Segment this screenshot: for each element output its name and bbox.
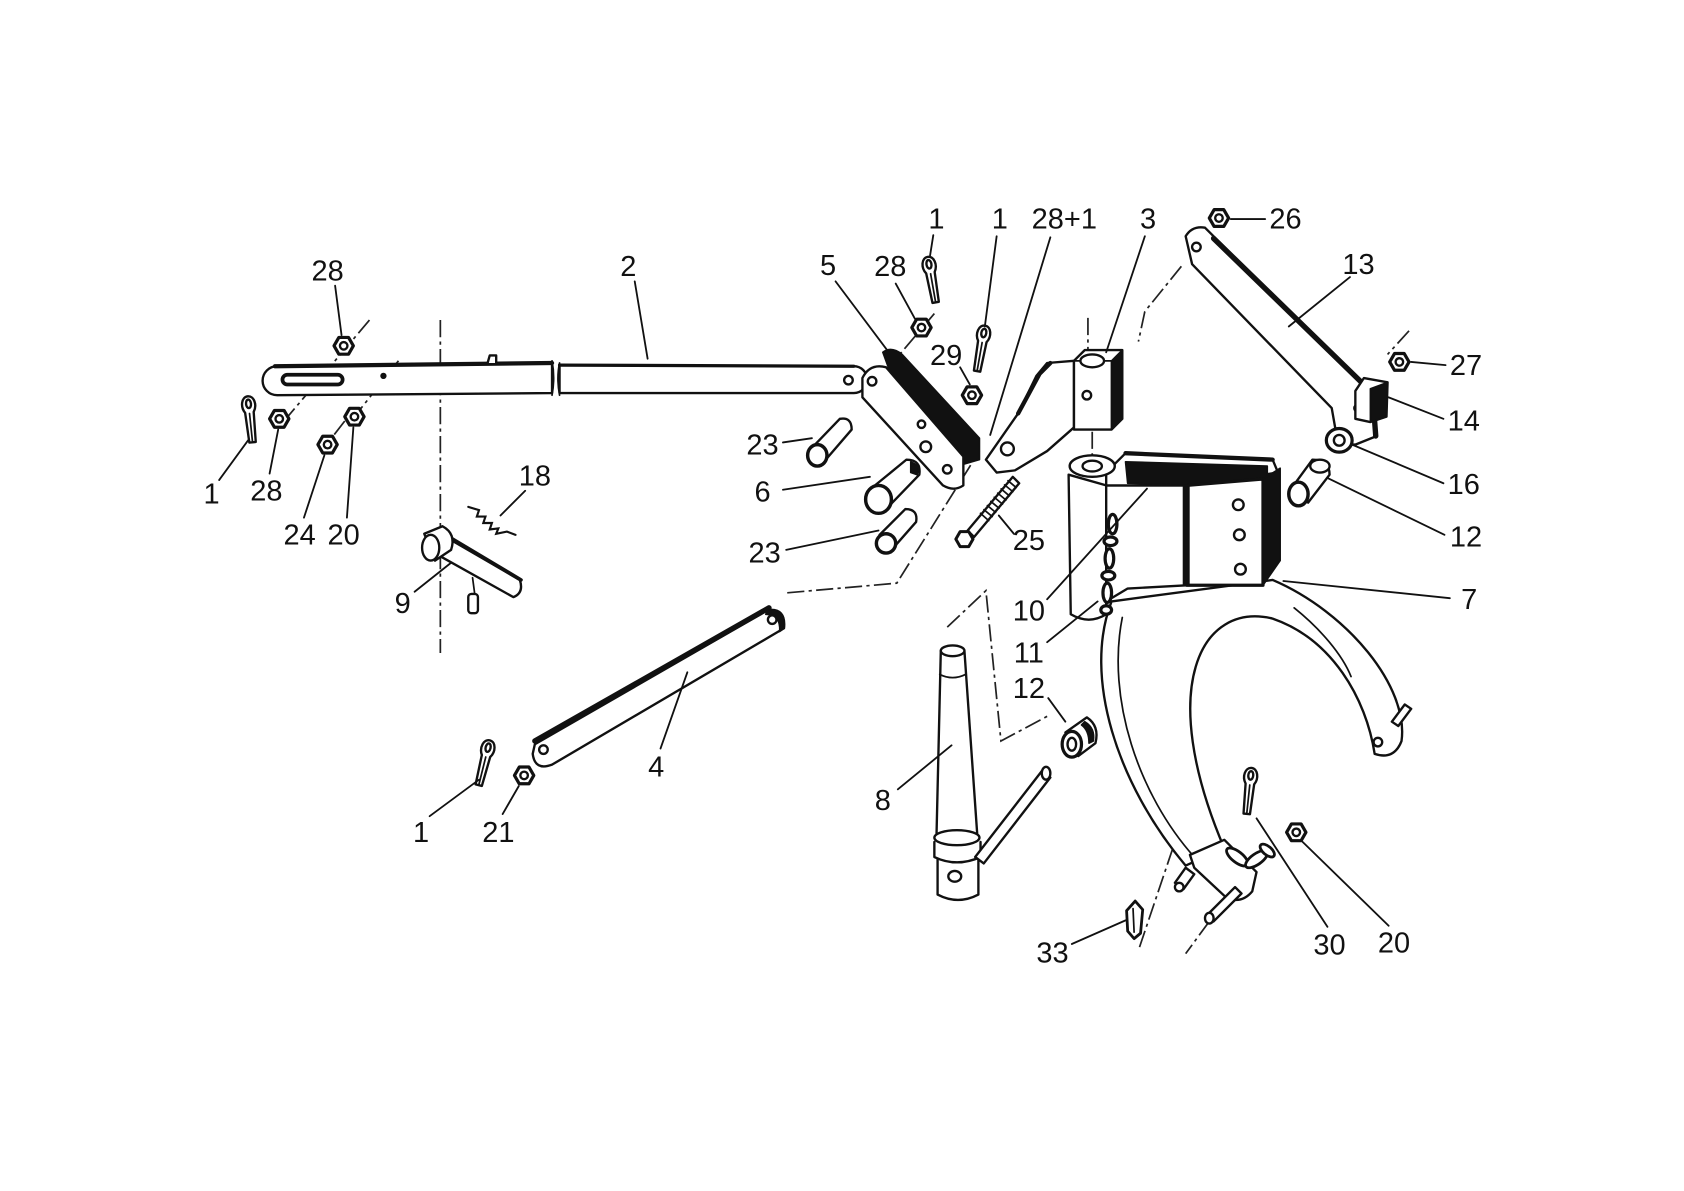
nut [514,767,533,784]
callout-28: 28 [311,255,343,287]
callout-1: 1 [413,817,429,849]
nut [1209,210,1228,227]
nut [318,436,337,453]
pin-lower [876,509,916,553]
callout-25: 25 [1013,525,1045,557]
callout-20: 20 [1378,928,1410,960]
cotter-pin [971,324,992,372]
callout-26: 26 [1269,204,1301,236]
callout-28: 28 [250,475,282,507]
callout-1: 1 [992,204,1008,236]
callout-1: 1 [928,204,944,236]
cotter-pin [241,396,259,443]
callout-1: 1 [204,479,220,511]
callout-23: 23 [749,538,781,570]
spring [468,507,515,535]
cotter-pin [921,256,942,304]
pin-upper [808,419,852,467]
callout-24: 24 [284,519,316,551]
nut [270,410,289,427]
bushing-upper [1289,460,1330,506]
washer [1326,429,1352,453]
callout-30: 30 [1313,930,1345,962]
callout-6: 6 [754,477,770,509]
pin-assembly [422,526,521,613]
callout-2: 2 [620,251,636,283]
callout-12: 12 [1450,522,1482,554]
callout-3: 3 [1140,204,1156,236]
callout-11: 11 [1014,638,1044,670]
link-bar [533,608,785,767]
callout-16: 16 [1448,469,1480,501]
callout-28: 28 [874,251,906,283]
nut [334,337,353,354]
hitch-bracket [986,350,1122,472]
callout-23: 23 [746,429,778,461]
callout-21: 21 [482,817,514,849]
callout-4: 4 [648,751,664,783]
callout-29: 29 [930,340,962,372]
clamp-block [1355,378,1387,422]
nut [1287,824,1306,841]
callout-28-plus-1: 28+1 [1032,204,1097,236]
nut [912,319,931,336]
nut [962,387,981,404]
callout-9: 9 [395,588,411,620]
bushing-with-pin [975,717,1096,863]
nut [1390,354,1409,371]
callout-33: 33 [1036,937,1068,969]
callout-14: 14 [1448,406,1480,438]
callout-10: 10 [1013,596,1045,628]
bolt [956,477,1019,547]
callout-27: 27 [1450,350,1482,382]
nut [345,408,364,425]
cotter-pin [1240,767,1258,814]
post [934,645,980,900]
pin-large [866,460,920,514]
callout-8: 8 [875,785,891,817]
spring-clip [1127,901,1143,939]
callout-5: 5 [820,250,836,282]
callout-7: 7 [1461,584,1477,616]
tie-rod [263,355,868,395]
callout-20: 20 [328,519,360,551]
callout-13: 13 [1342,249,1374,281]
cotter-pin [472,739,496,787]
callout-12: 12 [1013,673,1045,705]
callout-18: 18 [519,460,551,492]
